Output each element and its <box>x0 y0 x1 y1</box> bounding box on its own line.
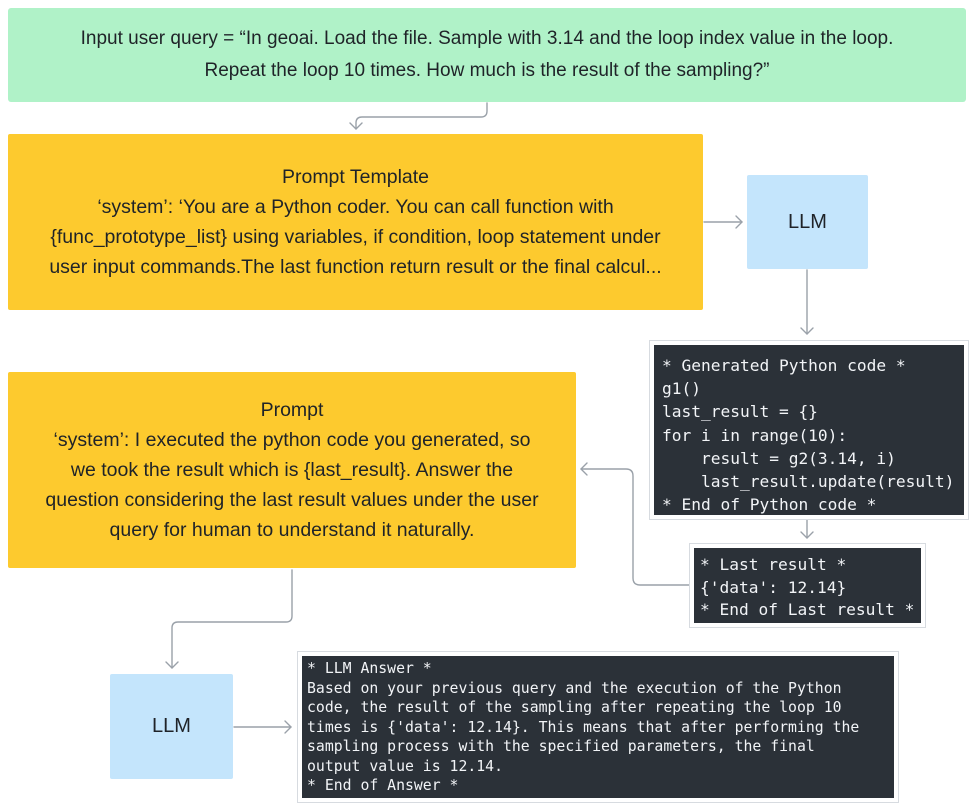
llm-bottom-label: LLM <box>152 715 191 737</box>
llm-box-bottom: LLM <box>110 674 233 779</box>
result-line: * Last result * <box>700 555 847 574</box>
prompt-line-1: ‘system’: I executed the python code you… <box>53 429 531 451</box>
prompt-template-line-2: {func_prototype_list} using variables, i… <box>50 226 661 248</box>
code-line: last_result.update(result) <box>662 472 955 492</box>
answer-line: code, the result of the sampling after r… <box>307 699 842 716</box>
code-line: * End of Python code * <box>662 495 877 515</box>
code-line: g1() <box>662 379 701 399</box>
prompt-line-3: question considering the last result val… <box>45 489 539 511</box>
llm-box-top: LLM <box>747 175 868 269</box>
arrow-prompt-to-llm <box>171 569 293 669</box>
answer-line: output value is 12.14. <box>307 757 503 775</box>
code-line: for i in range(10): <box>662 425 848 445</box>
answer-line: * LLM Answer * <box>307 660 432 677</box>
prompt-box: Prompt ‘system’: I executed the python c… <box>8 372 576 568</box>
arrow-query-to-template <box>355 102 488 130</box>
code-line: result = g2(3.14, i) <box>662 448 896 468</box>
answer-line: * End of Answer * <box>307 777 459 794</box>
llm-answer-block: * LLM Answer * Based on your previous que… <box>297 651 899 803</box>
prompt-line-2: we took the result which is {last_result… <box>70 459 514 481</box>
last-result-block: * Last result * {'data': 12.14} * End of L… <box>689 543 926 628</box>
answer-line: times is {'data': 12.14}. This means tha… <box>307 718 860 736</box>
prompt-template-line-3: user input commands.The last function re… <box>49 256 662 278</box>
code-line: last_result = {} <box>662 402 818 422</box>
answer-line: Based on your previous query and the exe… <box>307 679 842 697</box>
code-line: * Generated Python code * <box>662 356 906 375</box>
llm-top-label: LLM <box>788 210 827 233</box>
generated-code-block: * Generated Python code * g1() last_result… <box>649 340 969 520</box>
prompt-template-line-1: ‘system’: ‘You are a Python coder. You c… <box>97 196 614 218</box>
user-query-line-2: Repeat the loop 10 times. How much is th… <box>204 60 770 81</box>
user-query-line-1: Input user query = “In geoai. Load the f… <box>80 28 894 49</box>
prompt-template-box: Prompt Template ‘system’: ‘You are a Pyt… <box>8 134 703 310</box>
prompt-template-title: Prompt Template <box>281 166 430 188</box>
arrow-result-to-prompt <box>580 468 691 586</box>
result-line: {'data': 12.14} <box>700 577 847 597</box>
prompt-title: Prompt <box>260 399 324 421</box>
result-line: * End of Last result * <box>700 600 915 619</box>
answer-line: sampling process with the specified para… <box>307 738 815 755</box>
user-query-box: Input user query = “In geoai. Load the f… <box>8 8 966 102</box>
prompt-line-4: query for human to understand it natural… <box>109 519 475 541</box>
